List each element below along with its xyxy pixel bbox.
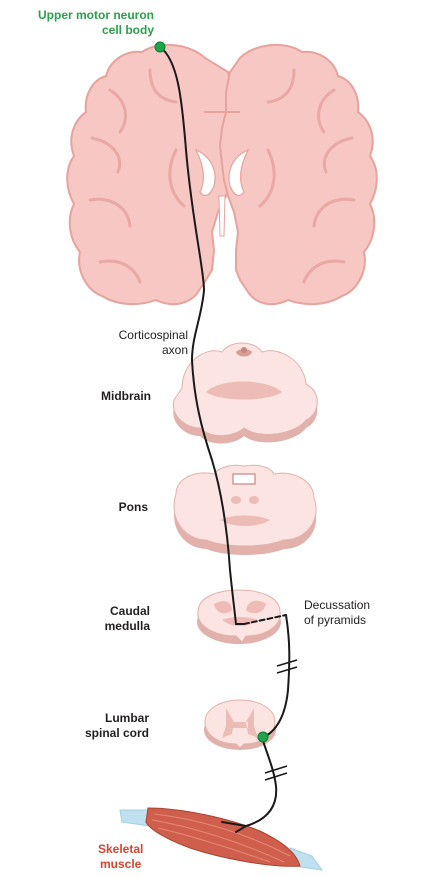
upper-motor-neuron-label-line1: Upper motor neuron: [38, 8, 154, 23]
lower-motor-neuron-axon: [246, 738, 276, 826]
muscle-belly: [146, 808, 300, 866]
midbrain-label-text: Midbrain: [101, 389, 151, 404]
corticospinal-axon-label-line2: axon: [119, 343, 188, 358]
caudal-medulla-label: Caudal medulla: [105, 604, 150, 634]
caudal-medulla-label-line1: Caudal: [105, 604, 150, 619]
caudal-medulla-label-line2: medulla: [105, 619, 150, 634]
decussation-label-line2: of pyramids: [304, 613, 370, 628]
upper-motor-neuron-label-line2: cell body: [38, 23, 154, 38]
decussation-label: Decussation of pyramids: [304, 598, 370, 628]
tendon-left: [120, 810, 150, 826]
lumbar-spinal-cord-label-line1: Lumbar: [85, 711, 149, 726]
corticospinal-axon-label-line1: Corticospinal: [119, 328, 188, 343]
lumbar-spinal-cord-label: Lumbar spinal cord: [85, 711, 149, 741]
skeletal-muscle-label-line1: Skeletal: [98, 842, 143, 857]
decussation-label-line1: Decussation: [304, 598, 370, 613]
midbrain-label: Midbrain: [101, 389, 151, 404]
caudal-medulla-section: [197, 590, 281, 644]
third-ventricle: [219, 196, 225, 236]
upper-motor-neuron-label: Upper motor neuron cell body: [38, 8, 154, 38]
pons-label-text: Pons: [119, 500, 148, 515]
skeletal-muscle-label-line2: muscle: [98, 857, 143, 872]
lumbar-spinal-cord-section: [204, 700, 276, 750]
lumbar-spinal-cord-label-line2: spinal cord: [85, 726, 149, 741]
upper-motor-neuron-cell-body: [155, 42, 165, 52]
skeletal-muscle-label: Skeletal muscle: [98, 842, 143, 872]
pons-label: Pons: [119, 500, 148, 515]
skeletal-muscle: [120, 808, 322, 870]
lower-motor-neuron-cell-body: [258, 732, 268, 742]
corticospinal-axon-label: Corticospinal axon: [119, 328, 188, 358]
pons-section: [174, 465, 316, 555]
brain-coronal-section: [67, 45, 377, 304]
right-hemisphere: [220, 45, 377, 304]
